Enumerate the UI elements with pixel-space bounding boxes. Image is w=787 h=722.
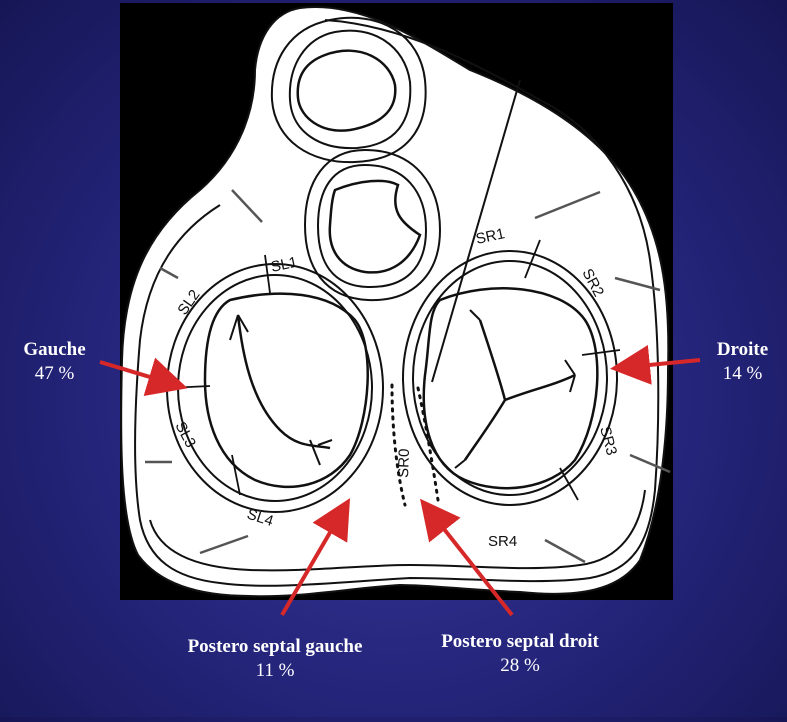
callout-posteroseptal-left-percent: 11 % <box>150 659 400 683</box>
segment-label-sr0: SR0 <box>395 448 413 478</box>
callout-posteroseptal-right-label: Postero septal droit <box>405 630 635 654</box>
callout-posteroseptal-right-percent: 28 % <box>405 654 635 678</box>
callout-left: Gauche 47 % <box>12 338 97 386</box>
callout-posteroseptal-left-label: Postero septal gauche <box>150 635 400 659</box>
callout-right-percent: 14 % <box>700 362 785 386</box>
callout-posteroseptal-right: Postero septal droit 28 % <box>405 630 635 678</box>
segment-label-sr4: SR4 <box>488 533 517 550</box>
callout-right-label: Droite <box>700 338 785 362</box>
callout-left-label: Gauche <box>12 338 97 362</box>
callout-posteroseptal-left: Postero septal gauche 11 % <box>150 635 400 683</box>
callout-right: Droite 14 % <box>700 338 785 386</box>
callout-left-percent: 47 % <box>12 362 97 386</box>
